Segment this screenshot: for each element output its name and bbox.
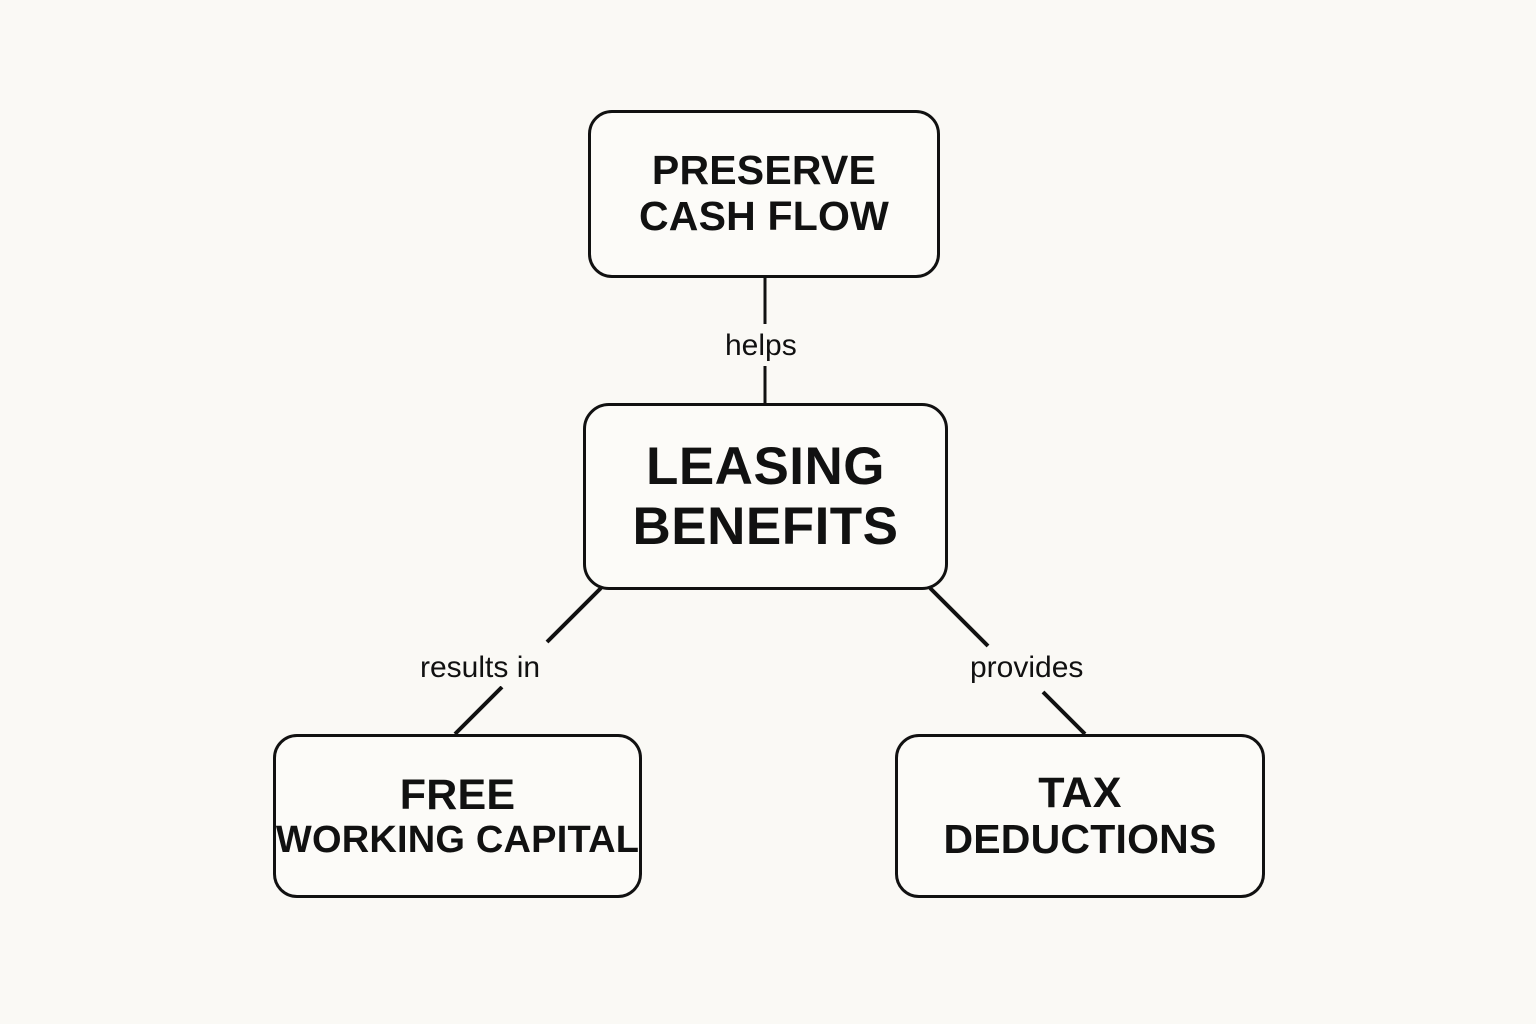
edge-label-provides: provides	[963, 650, 1091, 686]
node-preserve-cash-flow-line1: PRESERVE	[651, 147, 877, 194]
node-tax-deductions-line2: DEDUCTIONS	[943, 816, 1217, 863]
edge-label-results-in: results in	[413, 650, 548, 686]
edge-results-in-lower-segment	[453, 685, 504, 736]
edge-provides-upper-segment	[928, 586, 990, 648]
edge-label-helps: helps	[718, 328, 804, 364]
node-free-working-capital-line2: WORKING CAPITAL	[275, 818, 640, 861]
edge-results-in-upper-segment	[545, 586, 603, 644]
node-preserve-cash-flow[interactable]: PRESERVE CASH FLOW	[588, 110, 940, 278]
node-free-working-capital-line1: FREE	[399, 770, 516, 819]
node-tax-deductions[interactable]: TAX DEDUCTIONS	[895, 734, 1265, 898]
node-leasing-benefits-line2: BENEFITS	[632, 496, 899, 556]
node-preserve-cash-flow-line2: CASH FLOW	[638, 193, 890, 239]
node-leasing-benefits[interactable]: LEASING BENEFITS	[583, 403, 948, 590]
edge-provides-lower-segment	[1041, 690, 1087, 736]
node-tax-deductions-line1: TAX	[1038, 768, 1122, 817]
node-free-working-capital[interactable]: FREE WORKING CAPITAL	[273, 734, 642, 898]
node-leasing-benefits-line1: LEASING	[645, 437, 886, 497]
